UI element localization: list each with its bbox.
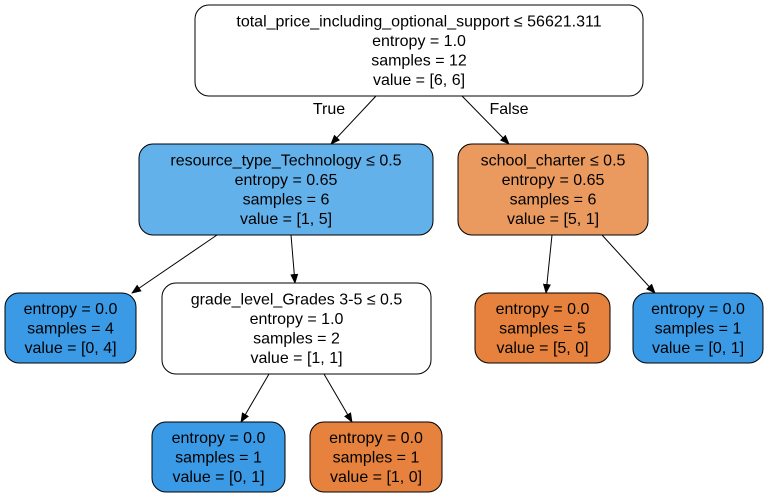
tree-node-lr-left: entropy = 0.0 samples = 1 value = [0, 1] [151,421,286,493]
node-box [632,292,764,364]
node-text-line: entropy = 1.0 [250,311,344,328]
tree-node-right-right: entropy = 0.0 samples = 1 value = [0, 1] [632,292,764,364]
tree-node-right-left: entropy = 0.0 samples = 5 value = [5, 0] [474,292,611,364]
node-box [474,292,611,364]
node-box [151,421,286,493]
node-text-line: entropy = 0.0 [651,301,745,318]
edge-label-true: True [313,101,345,118]
node-box [194,4,644,97]
node-text-line: entropy = 0.65 [502,172,605,189]
node-text-line: samples = 1 [175,449,262,466]
node-text-line: entropy = 0.0 [329,430,423,447]
edge-label-false: False [489,101,528,118]
node-text-line: value = [1, 1] [250,350,342,367]
nodes-layer: total_price_including_optional_support ≤… [4,4,764,493]
node-box [138,143,434,236]
node-box [4,292,137,364]
edges-layer: True False [131,95,656,423]
node-text-line: value = [6, 6] [373,72,465,89]
node-text-line: grade_level_Grades 3-5 ≤ 0.5 [191,292,403,309]
node-text-line: entropy = 0.0 [172,430,266,447]
tree-node-left-right: grade_level_Grades 3-5 ≤ 0.5 entropy = 1.… [161,282,432,375]
edge-root-to-left [330,95,377,145]
node-text-line: value = [1, 5] [240,211,332,228]
node-text-line: samples = 1 [333,449,420,466]
edge-left-right-to-lr-right [323,373,353,423]
node-box [457,143,649,236]
node-text-line: value = [0, 4] [24,340,116,357]
node-text-line: entropy = 0.0 [24,301,118,318]
node-box [309,421,443,493]
edge-right-to-right-left [542,234,553,294]
node-text-line: value = [0, 1] [172,469,264,486]
tree-node-lr-right: entropy = 0.0 samples = 1 value = [1, 0] [309,421,443,493]
edge-right-to-right-right [601,234,656,294]
node-text-line: entropy = 1.0 [372,33,466,50]
node-text-line: samples = 6 [243,192,330,209]
node-box [161,282,432,375]
edge-left-right-to-lr-left [240,373,270,423]
node-text-line: entropy = 0.65 [235,172,338,189]
node-text-line: samples = 12 [371,53,467,70]
node-text-line: samples = 4 [27,320,114,337]
node-text-line: samples = 5 [499,320,586,337]
node-text-line: school_charter ≤ 0.5 [481,153,626,170]
node-text-line: value = [5, 0] [496,340,588,357]
node-text-line: value = [1, 0] [330,469,422,486]
tree-node-root: total_price_including_optional_support ≤… [194,4,644,97]
tree-node-left-left: entropy = 0.0 samples = 4 value = [0, 4] [4,292,137,364]
node-text-line: samples = 2 [253,331,340,348]
node-text-line: samples = 1 [655,320,742,337]
node-text-line: total_price_including_optional_support ≤… [236,14,601,31]
node-text-line: value = [0, 1] [652,340,744,357]
edge-left-to-left-left [131,234,218,294]
tree-node-right: school_charter ≤ 0.5 entropy = 0.65 sample… [457,143,649,236]
edge-root-to-right [461,95,510,145]
edge-left-to-left-right [290,234,299,284]
node-text-line: value = [5, 1] [507,211,599,228]
tree-node-left: resource_type_Technology ≤ 0.5 entropy = … [138,143,434,236]
node-text-line: entropy = 0.0 [496,301,590,318]
node-text-line: samples = 6 [510,192,597,209]
node-text-line: resource_type_Technology ≤ 0.5 [170,153,401,170]
